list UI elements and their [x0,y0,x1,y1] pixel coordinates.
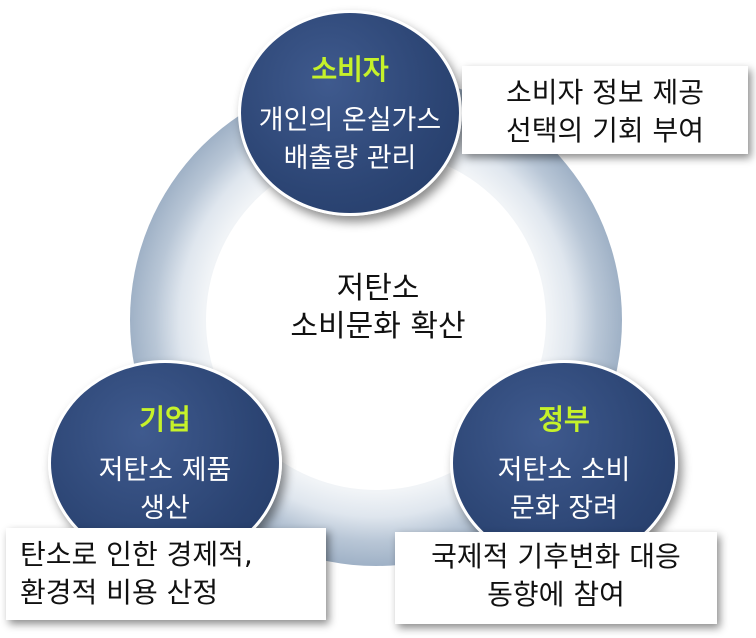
node-government: 정부 저탄소 소비 문화 장려 [450,360,678,566]
node-consumer-line-1: 개인의 온실가스 [258,105,442,136]
note-company: 탄소로 인한 경제적, 환경적 비용 산정 [6,528,326,620]
center-line-1: 저탄소 [336,271,420,306]
node-government-line-1: 저탄소 소비 [497,455,631,486]
center-line-2: 소비문화 확산 [290,309,466,344]
note-consumer-line-1: 소비자 정보 제공 [505,76,705,109]
ring-hole [206,150,546,490]
node-consumer-title: 소비자 [311,53,389,86]
node-consumer: 소비자 개인의 온실가스 배출량 관리 [238,10,462,216]
node-company-line-2: 생산 [140,493,190,524]
note-company-line-2: 환경적 비용 산정 [20,576,219,609]
note-company-line-1: 탄소로 인한 경제적, [20,538,253,571]
node-company-line-1: 저탄소 제품 [98,455,232,486]
note-government: 국제적 기후변화 대응 동향에 참여 [395,532,717,624]
node-company-title: 기업 [139,403,191,436]
center-label: 저탄소 소비문화 확산 [228,270,528,346]
note-consumer-line-2: 선택의 기회 부여 [505,114,705,147]
note-government-line-2: 동향에 참여 [487,578,625,611]
node-government-line-2: 문화 장려 [510,493,618,524]
note-government-line-1: 국제적 기후변화 대응 [431,540,681,573]
note-consumer: 소비자 정보 제공 선택의 기회 부여 [462,66,748,154]
node-consumer-line-2: 배출량 관리 [283,143,417,174]
node-government-title: 정부 [538,403,590,436]
